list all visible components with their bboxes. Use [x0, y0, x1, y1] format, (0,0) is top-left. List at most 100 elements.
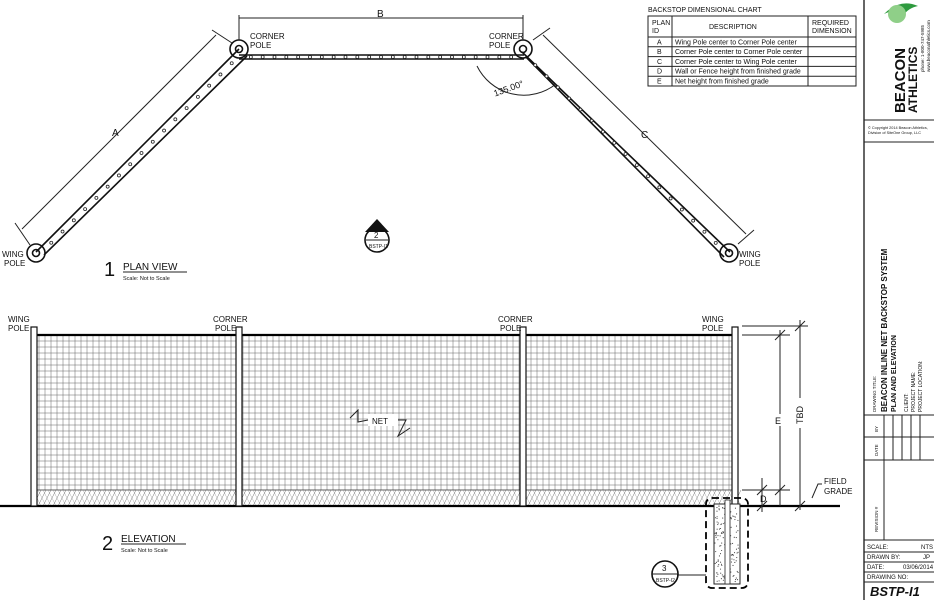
logo-ball	[888, 5, 906, 23]
field-grade-line1: FIELD	[824, 477, 847, 486]
elevation-view-scale: Scale: Not to Scale	[121, 548, 168, 554]
elevation-poles	[30, 326, 739, 507]
chart-header-required-2: DIMENSION	[812, 28, 852, 35]
drawing-title-1: BEACON INLINE NET BACKSTOP SYSTEM	[880, 248, 889, 412]
chart-row-id: E	[657, 79, 662, 86]
chart-row-description: Corner Pole center to Corner Pole center	[675, 49, 803, 56]
dimension-b: B	[238, 9, 524, 40]
dimension-c: C	[532, 27, 755, 245]
plan-corner-right-line2: POLE	[489, 41, 510, 50]
logo-phone: phone: 1-800-747-5985	[920, 24, 925, 72]
chart-row-description: Wing Pole center to Corner Pole center	[675, 39, 797, 46]
plan-clip	[162, 128, 166, 133]
ground-hatch-pattern	[32, 489, 742, 507]
plan-clip	[184, 106, 189, 111]
drawing-title-2: PLAN AND ELEVATION	[891, 335, 898, 412]
plan-clip	[450, 55, 454, 59]
plan-clip	[634, 163, 639, 168]
plan-clip	[589, 118, 594, 123]
elevation-pole	[30, 326, 38, 507]
plan-wing-right-line1: WING	[739, 250, 761, 259]
drawing-title-label: DRAWING TITLE:	[872, 376, 877, 412]
plan-net-clips	[49, 55, 718, 245]
elev-corner-left-line1: CORNER	[213, 315, 248, 324]
chart-title: BACKSTOP DIMENSIONAL CHART	[648, 7, 762, 14]
plan-wing-left-line2: POLE	[4, 259, 25, 268]
plan-clip	[414, 55, 419, 59]
plan-clip	[248, 55, 253, 59]
plan-wing-pole-right	[719, 243, 739, 263]
plan-clip	[355, 55, 360, 59]
section-reference-bubble: 2 BSTP-I1	[364, 219, 390, 253]
plan-clip	[60, 229, 65, 234]
elevation-view-title-text: ELEVATION	[121, 534, 176, 545]
plan-clip	[272, 55, 277, 59]
drawn-by-label: DRAWN BY:	[867, 555, 901, 561]
elev-corner-right-line2: POLE	[500, 324, 521, 333]
plan-corner-right-line1: CORNER	[489, 32, 524, 41]
plan-clip	[691, 218, 696, 223]
plan-clip	[284, 55, 289, 59]
plan-corner-left-line1: CORNER	[250, 32, 285, 41]
elevation-view-title: 2 ELEVATION Scale: Not to Scale	[102, 533, 186, 555]
chart-row-id: C	[657, 59, 662, 66]
ref-2-number: 2	[374, 231, 379, 240]
plan-clip	[657, 185, 662, 190]
plan-clip	[94, 195, 99, 200]
plan-clip	[105, 184, 110, 189]
chart-header-plan-1: PLAN	[652, 20, 670, 27]
net-label: NET	[372, 417, 388, 426]
plan-wing-right-line2: POLE	[739, 259, 760, 268]
plan-clip	[668, 196, 673, 201]
plan-clip	[402, 55, 407, 59]
plan-clip	[713, 240, 718, 245]
plan-clip	[83, 207, 88, 212]
plan-wing-pole-left	[26, 243, 46, 263]
project-name-label: PROJECT NAME:	[911, 372, 917, 412]
footing-detail	[705, 497, 749, 589]
project-location-label: PROJECT LOCATION:	[918, 361, 924, 412]
plan-clip	[71, 218, 76, 223]
ref-3-sheet: BSTP-I2	[656, 578, 675, 584]
dim-b-label: B	[377, 9, 384, 20]
date-value: 03/06/2014	[903, 565, 934, 571]
plan-clip	[207, 83, 212, 88]
plan-clip	[426, 55, 431, 59]
chart-row-id: D	[657, 69, 662, 76]
net-callout: NET	[349, 408, 411, 438]
plan-clip	[319, 55, 324, 59]
beacon-athletics-logo: BEACON ATHLETICS phone: 1-800-747-5985 w…	[884, 3, 931, 113]
dim-a-label: A	[112, 128, 119, 139]
plan-clip	[173, 117, 178, 122]
dimension-e: E	[742, 329, 790, 506]
plan-view-scale: Scale: Not to Scale	[123, 276, 170, 282]
plan-clip	[390, 55, 395, 59]
plan-clip	[308, 55, 312, 59]
elevation-view-number: 2	[102, 533, 113, 555]
plan-clip	[367, 55, 372, 59]
dim-e-label: E	[775, 416, 781, 426]
plan-clip	[509, 55, 514, 59]
dimensional-chart: BACKSTOP DIMENSIONAL CHART PLAN ID DESCR…	[647, 7, 857, 87]
plan-clip	[438, 55, 443, 59]
plan-clip	[195, 94, 200, 99]
elev-wing-left-line2: POLE	[8, 324, 29, 333]
elevation-pole	[731, 326, 739, 507]
revision-grid: BY DATE REVISION #	[864, 415, 934, 540]
plan-clip	[379, 55, 383, 59]
plan-clip	[229, 61, 234, 66]
field-grade-callout: FIELD GRADE	[811, 477, 852, 499]
copyright-line1: © Copyright 2014 Beacon Athletics,	[868, 126, 928, 130]
chart-header-required-1: REQUIRED	[812, 20, 849, 27]
plan-clip	[260, 55, 265, 59]
plan-clip	[139, 151, 144, 155]
logo-line2: ATHLETICS	[906, 47, 920, 113]
plan-clip	[150, 139, 155, 144]
plan-clip	[331, 55, 336, 59]
ref-3-number: 3	[662, 564, 667, 573]
plan-clip	[533, 63, 538, 68]
copyright-line2: Division of SiteOne Group, LLC	[868, 131, 921, 135]
chart-row-description: Wall or Fence height from finished grade	[675, 69, 801, 76]
